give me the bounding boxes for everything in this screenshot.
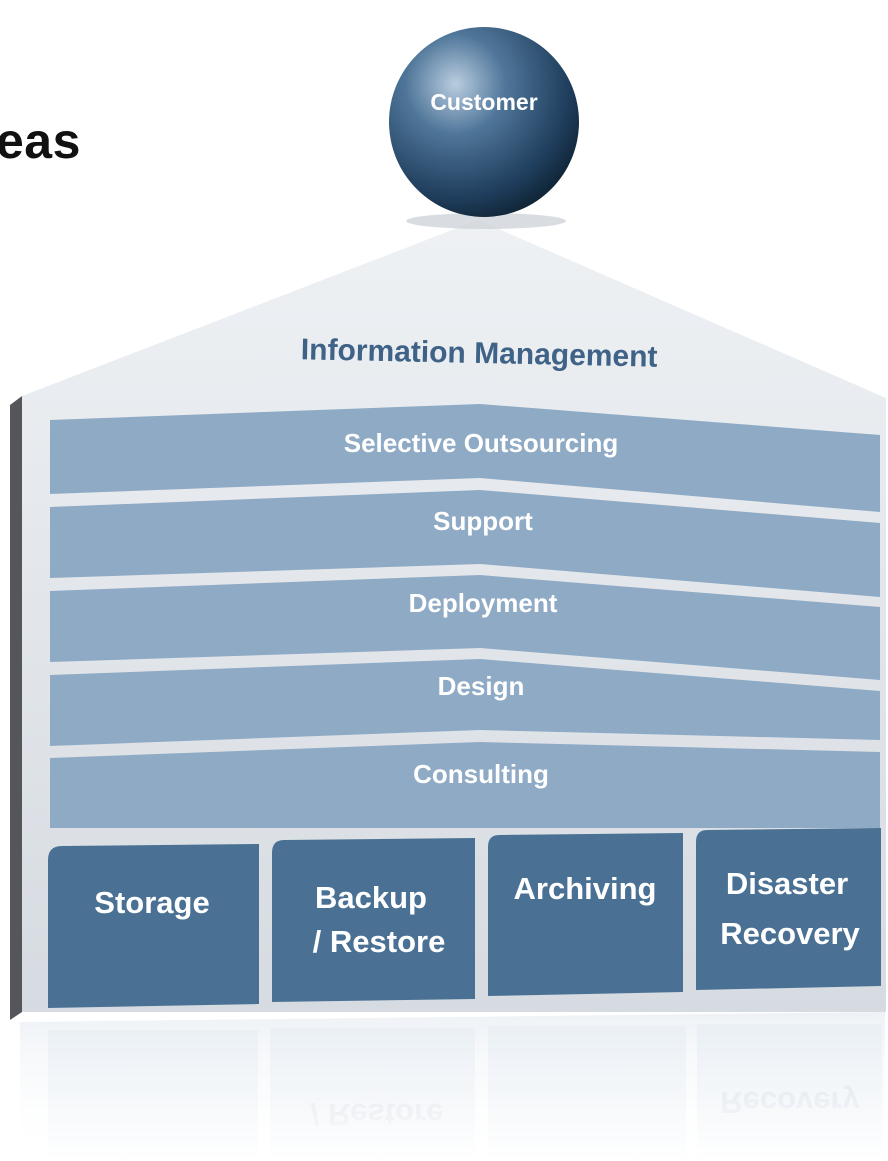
- pillar-label: Archiving: [514, 871, 657, 906]
- reflection: / Restore Recovery: [20, 1012, 886, 1161]
- pillar-disaster-recovery: [696, 828, 881, 990]
- layer-label: Consulting: [413, 759, 549, 789]
- house-side-edge: [10, 396, 22, 1020]
- layer-deployment: [50, 575, 880, 680]
- layer-consulting: [50, 742, 880, 828]
- layers: [50, 404, 880, 828]
- pillar-storage: [48, 844, 259, 1008]
- roof-label: Information Management: [301, 333, 658, 373]
- pillar-label: / Restore: [313, 924, 446, 959]
- layer-label: Design: [438, 671, 525, 701]
- layer-selective-outsourcing: [50, 404, 880, 512]
- pillar-backup-restore: [272, 838, 475, 1002]
- customer-label: Customer: [430, 89, 537, 115]
- layer-label: Selective Outsourcing: [344, 428, 619, 458]
- pillar-label: Disaster: [726, 866, 848, 901]
- layer-label: Support: [433, 506, 533, 536]
- customer-sphere: [389, 27, 579, 217]
- layer-support: [50, 490, 880, 597]
- pillars: [48, 828, 881, 1008]
- layer-design: [50, 659, 880, 746]
- page-heading: eas: [0, 113, 81, 169]
- pillar-label: Recovery: [720, 916, 860, 951]
- layer-label: Deployment: [409, 588, 558, 618]
- pillar-label: Backup: [315, 880, 427, 915]
- sphere-shadow: [406, 213, 566, 229]
- pillar-archiving: [488, 833, 683, 996]
- pillar-label: Storage: [94, 885, 209, 920]
